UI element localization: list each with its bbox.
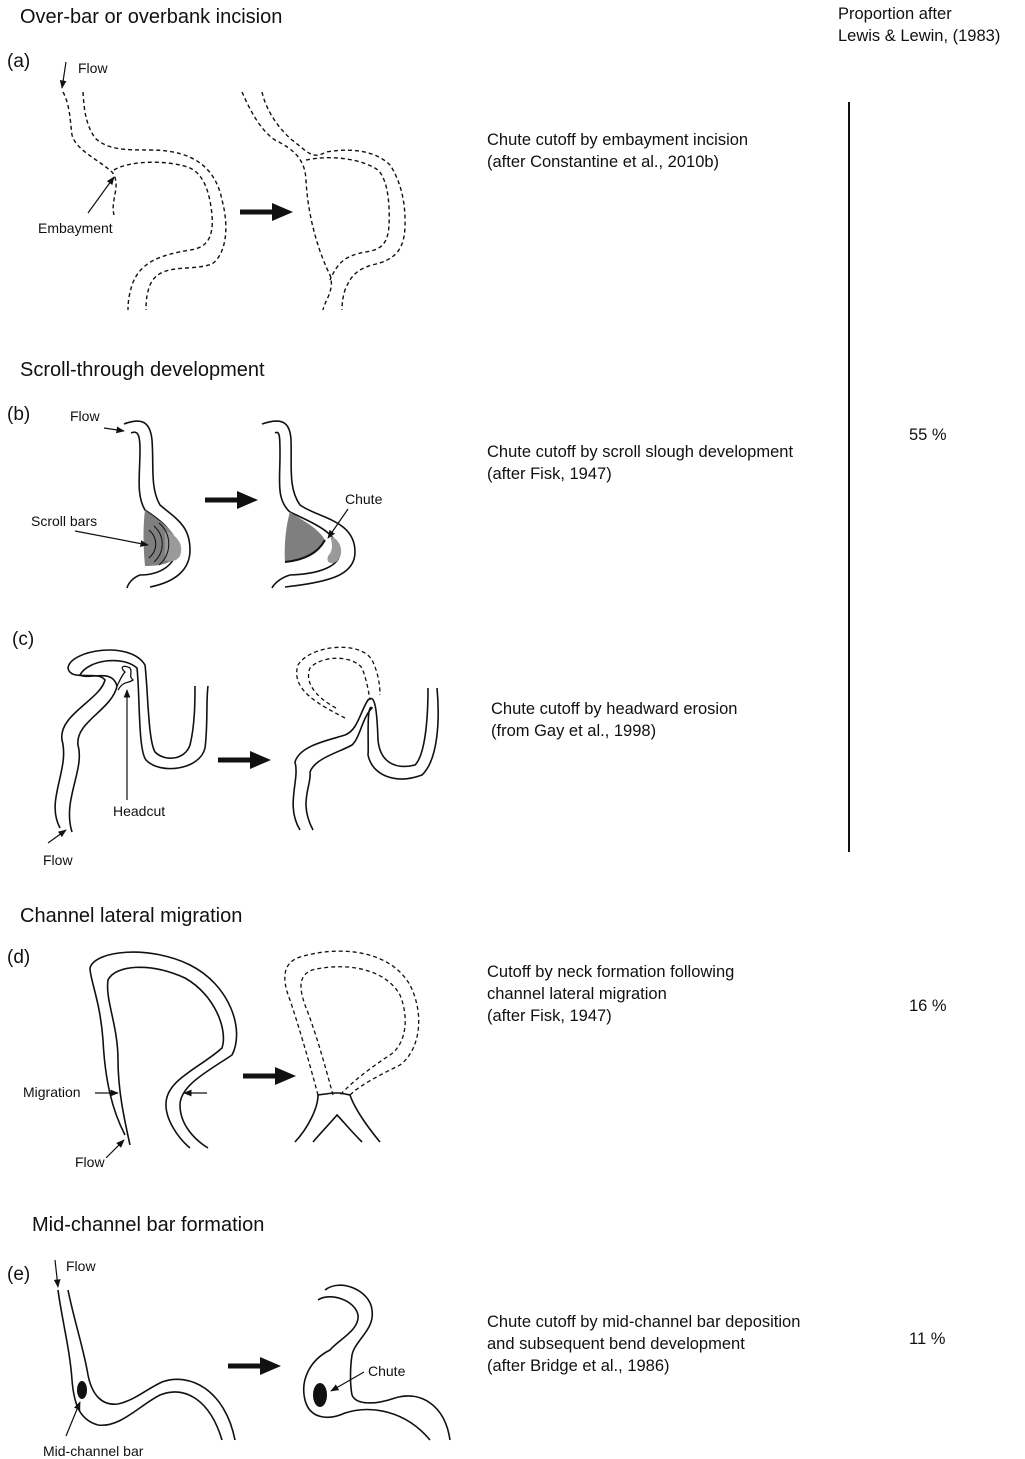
panel-b-chute-arrow	[328, 509, 348, 538]
panel-d-flow-label: Flow	[75, 1154, 105, 1170]
panel-d-migration-label: Migration	[23, 1084, 81, 1100]
panel-e-chute-bar	[313, 1383, 327, 1407]
panel-c-abandoned-loop	[297, 647, 380, 718]
panel-d-new-channel-inner	[313, 1115, 362, 1142]
panel-e-transition-arrow	[228, 1357, 281, 1375]
panel-a-embayment-arrow	[88, 177, 114, 213]
panel-a-embayment-label: Embayment	[38, 220, 113, 236]
panel-a-flow-label: Flow	[78, 60, 108, 76]
panel-b-flow-arrow	[104, 428, 124, 431]
panel-d-diagram	[90, 952, 237, 1148]
panel-b-scroll-bars-arrow	[75, 531, 148, 545]
panel-b-transition-arrow	[205, 491, 258, 509]
panel-e-flow-arrow	[55, 1260, 58, 1287]
panel-e-flow-label: Flow	[66, 1258, 96, 1274]
panel-a-diagram	[63, 92, 405, 310]
panel-e-diagram	[58, 1290, 235, 1440]
panel-a-transition-arrow	[240, 203, 293, 221]
panel-b-scroll-bars-label: Scroll bars	[31, 513, 97, 529]
panel-d-flow-arrow	[106, 1140, 124, 1158]
panel-d-abandoned-loop	[285, 951, 419, 1095]
panel-b-flow-label: Flow	[70, 408, 100, 424]
panel-e-mid-channel-bar-label: Mid-channel bar	[43, 1443, 144, 1459]
panel-e-mid-channel-bar	[77, 1381, 87, 1399]
panel-b-chute-label: Chute	[345, 491, 383, 507]
panel-e-chute-arrow	[331, 1372, 364, 1391]
panel-e-mid-channel-bar-arrow	[66, 1402, 80, 1436]
panel-c-flow-arrow	[48, 830, 66, 843]
panel-c-transition-arrow	[218, 751, 271, 769]
panel-d-transition-arrow	[243, 1067, 296, 1085]
panel-d-new-channel-outer	[295, 1093, 380, 1142]
panel-e-chute-label: Chute	[368, 1363, 406, 1379]
panel-c-flow-label: Flow	[43, 852, 73, 868]
panel-c-headcut-label: Headcut	[113, 803, 165, 819]
panel-a-flow-arrow	[62, 62, 66, 88]
panel-b-chute-fill	[327, 536, 341, 563]
